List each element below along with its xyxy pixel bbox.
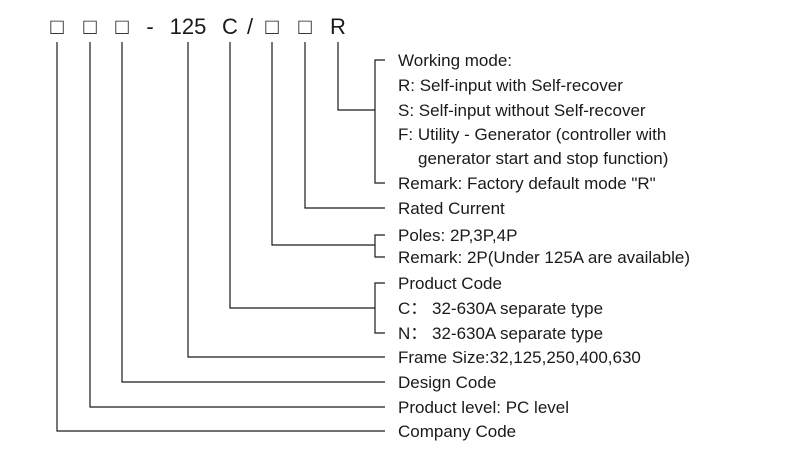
working-mode-heading: Working mode:: [398, 51, 512, 70]
rated-current-label: Rated Current: [398, 199, 505, 218]
code-char-design: □: [115, 14, 128, 39]
connectors: [56, 42, 385, 432]
mode-f-desc: F: Utility - Generator (controller with: [398, 125, 666, 144]
mode-f-desc-cont: generator start and stop function): [418, 149, 668, 168]
product-code-heading: Product Code: [398, 274, 502, 293]
code-char-product: C: [222, 14, 238, 39]
code-char-mode: R: [330, 14, 346, 39]
code-char-level: □: [83, 14, 96, 39]
mode-remark: Remark: Factory default mode "R": [398, 174, 656, 193]
design-code-label: Design Code: [398, 373, 496, 392]
mode-s-desc: S: Self-input without Self-recover: [398, 101, 646, 120]
connector-current: [304, 42, 385, 209]
connector-level: [89, 42, 385, 408]
model-code: □ □ □ - 125 C / □ □ R: [50, 14, 346, 39]
bracket-product-code: [374, 282, 385, 334]
code-char-company: □: [50, 14, 63, 39]
connector-design: [121, 42, 385, 383]
poles-remark: Remark: 2P(Under 125A are available): [398, 248, 690, 267]
bracket-working-mode: [374, 59, 385, 184]
product-code-c: C： 32-630A separate type: [398, 299, 603, 318]
connector-poles: [271, 42, 375, 246]
mode-r-desc: R: Self-input with Self-recover: [398, 76, 623, 95]
code-char-frame: 125: [170, 14, 207, 39]
product-code-n: N： 32-630A separate type: [398, 324, 603, 343]
code-char-slash: /: [247, 14, 254, 39]
connector-company: [56, 42, 385, 432]
frame-size-desc: Frame Size:32,125,250,400,630: [398, 348, 641, 367]
connector-frame: [187, 42, 385, 358]
code-char-dash: -: [146, 14, 153, 39]
company-code-label: Company Code: [398, 422, 516, 441]
product-level-desc: Product level: PC level: [398, 398, 569, 417]
code-char-current: □: [298, 14, 311, 39]
descriptions: Working mode: R: Self-input with Self-re…: [398, 51, 690, 441]
bracket-poles: [374, 234, 385, 258]
connector-product: [229, 42, 375, 309]
poles-desc: Poles: 2P,3P,4P: [398, 226, 517, 245]
connector-mode: [337, 42, 375, 111]
code-char-poles: □: [265, 14, 278, 39]
